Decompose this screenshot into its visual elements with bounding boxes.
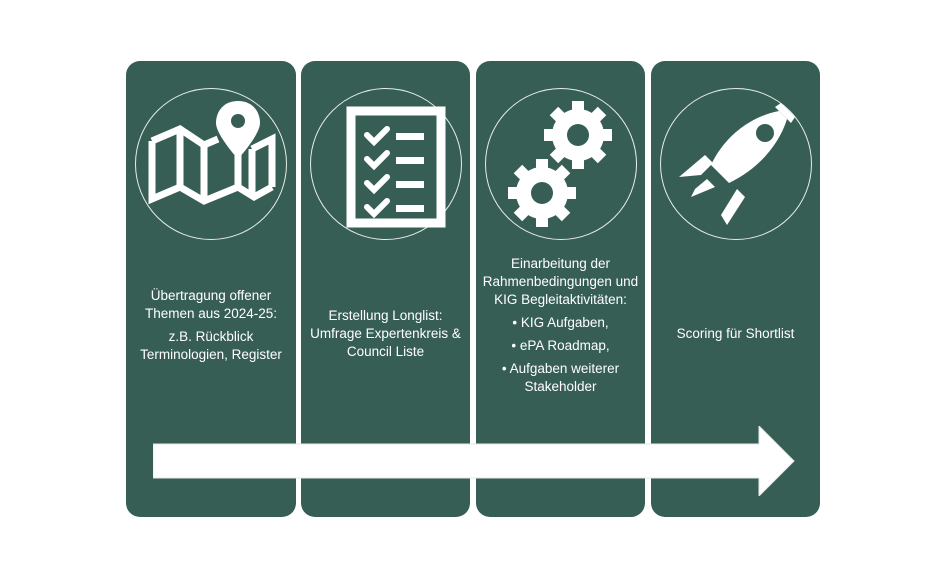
icon-circle xyxy=(659,88,812,240)
checklist-icon xyxy=(346,106,445,228)
bullet-item: • KIG Aufgaben, xyxy=(512,315,609,330)
step-heading: Einarbeitung der Rahmenbedingungen und K… xyxy=(482,256,639,307)
bullet-item: • ePA Roadmap, xyxy=(511,338,610,353)
step-panel-2: Erstellung Longlist: Umfrage Expertenkre… xyxy=(301,61,470,517)
step-heading: Erstellung Longlist: Umfrage Expertenkre… xyxy=(310,308,461,359)
bullet-item: • Aufgaben weiterer Stakeholder xyxy=(501,361,620,394)
step-panel-4: Scoring für Shortlist xyxy=(651,61,820,517)
step-text-4: Scoring für Shortlist xyxy=(657,325,814,348)
step-text-1: Übertragung offener Themen aus 2024-25: … xyxy=(132,287,290,369)
step-panel-3: Einarbeitung der Rahmenbedingungen und K… xyxy=(476,61,645,517)
map-pin-icon xyxy=(148,101,276,205)
step-detail: z.B. Rückblick Terminologien, Register xyxy=(140,329,282,362)
icon-circle xyxy=(135,88,287,240)
step-text-3: Einarbeitung der Rahmenbedingungen und K… xyxy=(482,255,639,396)
step-panel-1: Übertragung offener Themen aus 2024-25: … xyxy=(126,61,296,517)
rocket-icon xyxy=(678,103,795,225)
gears-icon xyxy=(507,101,612,227)
icon-circle xyxy=(309,88,462,240)
step-heading: Scoring für Shortlist xyxy=(676,326,795,341)
step-heading: Übertragung offener Themen aus 2024-25: xyxy=(144,288,278,321)
step-text-2: Erstellung Longlist: Umfrage Expertenkre… xyxy=(307,307,464,366)
right-arrow-icon xyxy=(153,426,795,496)
icon-circle xyxy=(484,88,637,240)
